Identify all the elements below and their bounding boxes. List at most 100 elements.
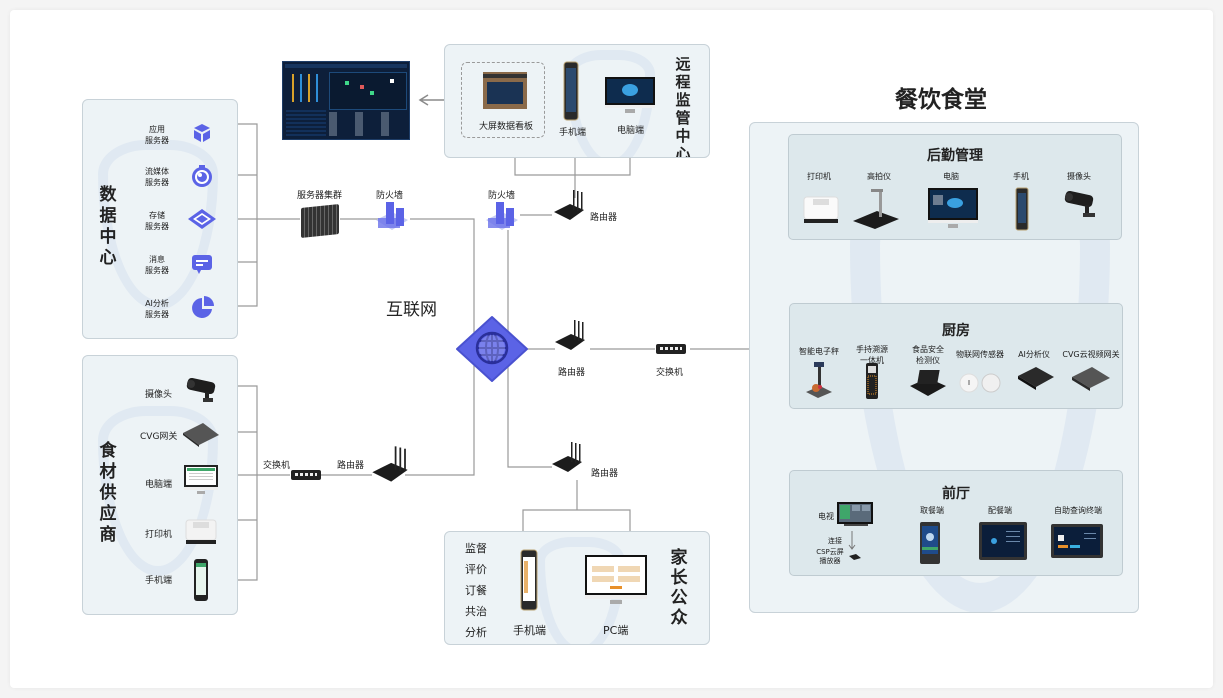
big-screen-icon	[483, 72, 527, 109]
handheld-icon	[866, 363, 878, 399]
device-label: 手机端	[145, 576, 173, 586]
router-icon	[555, 320, 585, 350]
router-icon	[372, 446, 408, 482]
monitor-icon	[184, 465, 218, 494]
switch-mid-label: 交换机	[656, 368, 684, 378]
data-center-panel: 数据中心 应用 服务器 流媒体 服务器 存储 服务器 消息 服务器 AI分析 服…	[82, 99, 238, 339]
server-cluster-label: 服务器集群	[297, 191, 343, 201]
remote-center-title: 远程监管中心	[675, 55, 691, 158]
parents-title: 家长公众	[670, 548, 688, 628]
firewall-icon	[376, 202, 408, 230]
scale-icon	[806, 362, 832, 398]
device-label: 电脑端	[145, 480, 173, 490]
big-screen-label: 大屏数据看板	[479, 122, 534, 132]
device-label: 手持溯源 一体机	[856, 345, 888, 365]
media-ring-icon	[192, 165, 212, 187]
function-item: 评价	[465, 563, 487, 576]
arrow-down-icon	[848, 531, 856, 550]
phone-label: 手机端	[513, 624, 546, 637]
router-left-label: 路由器	[337, 461, 365, 471]
firewall-left-label: 防火墙	[376, 191, 404, 201]
tv-icon	[837, 502, 873, 526]
device-label: 摄像头	[1067, 172, 1091, 181]
monitor-label: 电脑端	[617, 126, 645, 136]
player-icon	[849, 554, 861, 560]
server-label: 消息 服务器	[145, 255, 169, 275]
switch-icon	[656, 344, 686, 354]
tv-label: 电视	[818, 512, 834, 521]
monitor-icon	[928, 188, 978, 228]
device-label: 打印机	[807, 172, 831, 181]
function-item: 共治	[465, 605, 487, 618]
ai-box-icon	[1018, 367, 1054, 390]
supplier-bracket	[237, 385, 372, 581]
camera-icon	[186, 377, 216, 402]
supplier-title: 食材供应商	[99, 441, 117, 545]
sensor-icon	[959, 373, 1001, 393]
gateway-icon	[1072, 367, 1110, 391]
router-mid-label: 路由器	[558, 368, 586, 378]
kiosk-icon	[920, 522, 940, 564]
connect-label: 连接	[828, 537, 842, 545]
device-label: 食品安全 检测仪	[912, 345, 944, 365]
phone-icon	[1015, 187, 1029, 231]
logistics-title: 后勤管理	[927, 148, 983, 164]
remote-center-link	[514, 157, 631, 198]
monitor-icon	[585, 555, 647, 604]
device-label: 智能电子秤	[799, 347, 839, 356]
parents-link	[522, 480, 631, 531]
function-item: 监督	[465, 542, 487, 555]
detector-case-icon	[910, 370, 946, 396]
camera-icon	[1064, 190, 1095, 217]
kitchen-title: 厨房	[942, 323, 970, 339]
monitor-icon	[605, 77, 655, 113]
internet-label: 互联网	[386, 300, 437, 320]
function-item: 分析	[465, 626, 487, 639]
switch-left-label: 交换机	[263, 461, 291, 471]
device-label: 物联网传感器	[956, 350, 1004, 359]
terminal-icon	[1051, 524, 1103, 558]
router-bottom-label: 路由器	[591, 469, 619, 479]
device-label: 取餐端	[920, 506, 944, 515]
cube-icon	[194, 124, 210, 142]
dashboard-screenshot	[282, 61, 410, 140]
message-icon	[192, 255, 212, 274]
gateway-icon	[183, 423, 219, 447]
server-label: 应用 服务器	[145, 125, 169, 145]
phone-label: 手机端	[559, 128, 587, 138]
player-label: CSP云屏 播放器	[816, 548, 844, 565]
switch-icon	[291, 470, 321, 480]
device-label: 电脑	[943, 172, 959, 181]
router-icon	[554, 190, 584, 220]
printer-icon	[803, 196, 839, 223]
server-label: 存储 服务器	[145, 211, 169, 231]
pie-chart-icon	[192, 296, 214, 318]
parents-panel: 监督 评价 订餐 共治 分析 手机端 PC端 家长公众	[444, 531, 710, 645]
server-label: AI分析 服务器	[145, 299, 169, 319]
phone-icon	[563, 61, 579, 121]
data-center-title: 数据中心	[99, 185, 117, 268]
supplier-panel: 食材供应商 摄像头 CVG网关 电脑端 打印机 手机端	[82, 355, 238, 615]
device-label: 摄像头	[145, 390, 173, 400]
storage-diamond-icon	[188, 209, 216, 229]
document-camera-icon	[853, 189, 899, 229]
router-icon	[552, 442, 582, 472]
device-label: AI分析仪	[1018, 350, 1050, 359]
remote-center-panel: 大屏数据看板 手机端 电脑端 远程监管中心	[444, 44, 710, 158]
tablet-icon	[979, 522, 1027, 560]
device-label: 手机	[1013, 172, 1029, 181]
device-label: 配餐端	[988, 506, 1012, 515]
device-label: 打印机	[145, 530, 173, 540]
device-label: 自助查询终端	[1054, 506, 1102, 515]
canteen-title: 餐饮食堂	[895, 87, 987, 113]
front-hall-title: 前厅	[942, 486, 970, 502]
front-hall-panel: 前厅 电视 连接 CSP云屏 播放器 取餐端 配餐端 自助查询终端	[789, 470, 1123, 576]
firewall-router-link	[507, 214, 552, 468]
datacenter-link	[257, 218, 475, 476]
device-label: CVG网关	[140, 432, 178, 442]
big-screen-group: 大屏数据看板	[461, 62, 545, 138]
device-label: CVG云视频网关	[1062, 350, 1120, 359]
globe-icon	[456, 316, 528, 382]
printer-icon	[185, 519, 217, 544]
function-list: 监督 评价 订餐 共治 分析	[465, 538, 487, 643]
